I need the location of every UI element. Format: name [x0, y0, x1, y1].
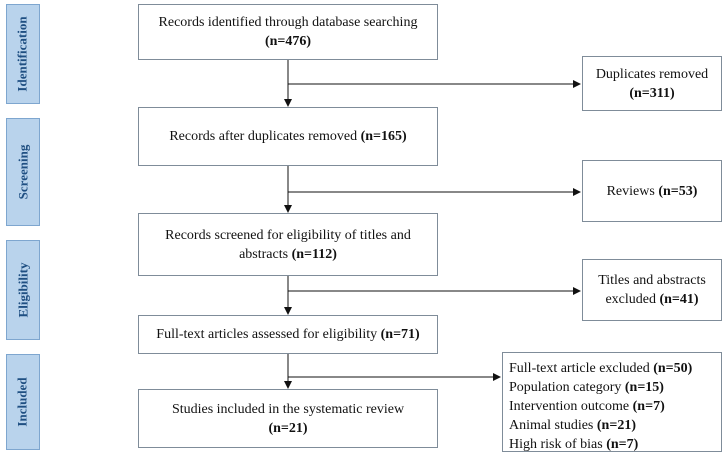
box-fulltext-assessed: Full-text articles assessed for eligibil… [138, 315, 438, 354]
exclusion-label: Full-text article excluded [509, 361, 650, 376]
box-screened: Records screened for eligibility of titl… [138, 213, 438, 276]
exclusion-count: (n=15) [624, 380, 664, 395]
screened-text-line2: abstracts [239, 246, 289, 262]
screened-line2: abstracts (n=112) [239, 245, 337, 264]
titles-excluded-text-line2: excluded [605, 292, 656, 307]
exclusion-label: Population category [509, 380, 622, 395]
exclusion-count: (n=50) [653, 361, 693, 376]
titles-excluded-line2: excluded (n=41) [605, 290, 698, 309]
reviews-text: Reviews [606, 183, 655, 199]
list-item: Animal studies (n=21) [509, 416, 715, 435]
phase-identification: Identification [6, 4, 40, 104]
studies-included-text: Studies included in the systematic revie… [171, 401, 405, 417]
box-after-duplicates: Records after duplicates removed (n=165) [138, 107, 438, 166]
duplicates-removed-count: (n=311) [629, 85, 675, 101]
list-item: Full-text article excluded (n=50) [509, 359, 715, 378]
exclusion-label: Intervention outcome [509, 399, 630, 414]
studies-included-count: (n=21) [268, 420, 308, 436]
screened-count: (n=112) [291, 246, 337, 262]
box-titles-excluded: Titles and abstracts excluded (n=41) [582, 259, 722, 321]
records-identified-text: Records identified through database sear… [158, 15, 418, 30]
screened-text-line1: Records screened for eligibility of titl… [165, 227, 411, 243]
phase-eligibility: Eligibility [6, 240, 40, 340]
reviews-count: (n=53) [658, 183, 698, 199]
box-fulltext-excluded: Full-text article excluded (n=50) Popula… [502, 352, 722, 452]
after-duplicates-text: Records after duplicates removed [169, 129, 358, 144]
reviews-line: Reviews (n=53) [607, 182, 698, 201]
after-duplicates-line: Records after duplicates removed (n=165) [169, 127, 406, 146]
exclusion-label: High risk of bias [509, 437, 603, 452]
exclusion-count: (n=7) [632, 399, 665, 414]
phase-screening: Screening [6, 118, 40, 226]
list-item: High risk of bias (n=7) [509, 435, 715, 454]
box-reviews: Reviews (n=53) [582, 160, 722, 222]
exclusion-count: (n=21) [596, 418, 636, 433]
box-records-identified: Records identified through database sear… [138, 4, 438, 60]
box-duplicates-removed: Duplicates removed (n=311) [582, 56, 722, 111]
phase-included: Included [6, 354, 40, 450]
box-studies-included: Studies included in the systematic revie… [138, 389, 438, 448]
fulltext-assessed-line: Full-text articles assessed for eligibil… [156, 325, 419, 344]
fulltext-assessed-count: (n=71) [380, 327, 420, 342]
exclusion-label: Animal studies [509, 418, 594, 433]
fulltext-assessed-text: Full-text articles assessed for eligibil… [156, 327, 378, 342]
duplicates-removed-text: Duplicates removed [595, 66, 709, 82]
after-duplicates-count: (n=165) [360, 129, 407, 144]
records-identified-count: (n=476) [264, 34, 312, 49]
list-item: Population category (n=15) [509, 378, 715, 397]
exclusion-count: (n=7) [606, 437, 639, 452]
list-item: Intervention outcome (n=7) [509, 397, 715, 416]
titles-excluded-count: (n=41) [659, 292, 699, 307]
titles-excluded-text-line1: Titles and abstracts [598, 273, 706, 288]
